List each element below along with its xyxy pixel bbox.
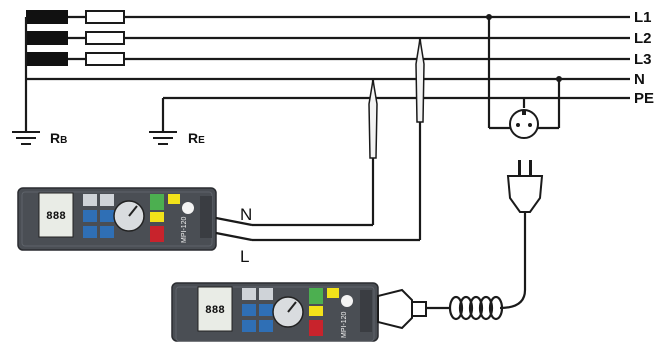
wall-socket [509,109,539,139]
meter-top-model: MPI-120 [181,216,188,243]
supply-windings [24,10,68,128]
busbars [26,15,630,100]
bus-label-l1: L1 [634,9,652,26]
svg-text:888: 888 [205,305,225,317]
bus-label-l3: L3 [634,51,652,68]
fuse-l1 [85,10,125,24]
meter-bottom-display [197,286,233,332]
lead-label-l: L [240,247,249,266]
fuse-l3 [85,52,125,66]
lead-label-n: N [240,205,252,224]
bus-label-pe: PE [634,90,654,107]
winding-l3 [26,52,68,66]
ground-rb: RB [12,128,67,146]
busbar-labels: L1 L2 L3 N PE [634,9,654,107]
probe-n-icon [368,79,378,159]
ground-label-rb: RB [50,130,67,146]
meter-top-display [38,192,74,238]
adapter-plug-icon [377,288,413,330]
meter-bottom: 888 MPI-120 [171,282,427,342]
meter-bottom-model: MPI-120 [341,311,348,338]
bus-label-l2: L2 [634,30,652,47]
svg-text:888: 888 [46,211,66,223]
fuse-l2 [85,31,125,45]
coiled-cable [426,295,504,321]
fuses [85,10,125,66]
winding-l1 [26,10,68,24]
ground-re: RE [149,98,205,146]
probe-leads [252,38,425,242]
meter-top: 888 MPI-120 N L [17,187,252,266]
winding-l2 [26,31,68,45]
probe-l-icon [415,38,425,123]
ground-label-re: RE [188,130,205,146]
bus-label-n: N [634,71,645,88]
plug-icon [499,160,544,310]
